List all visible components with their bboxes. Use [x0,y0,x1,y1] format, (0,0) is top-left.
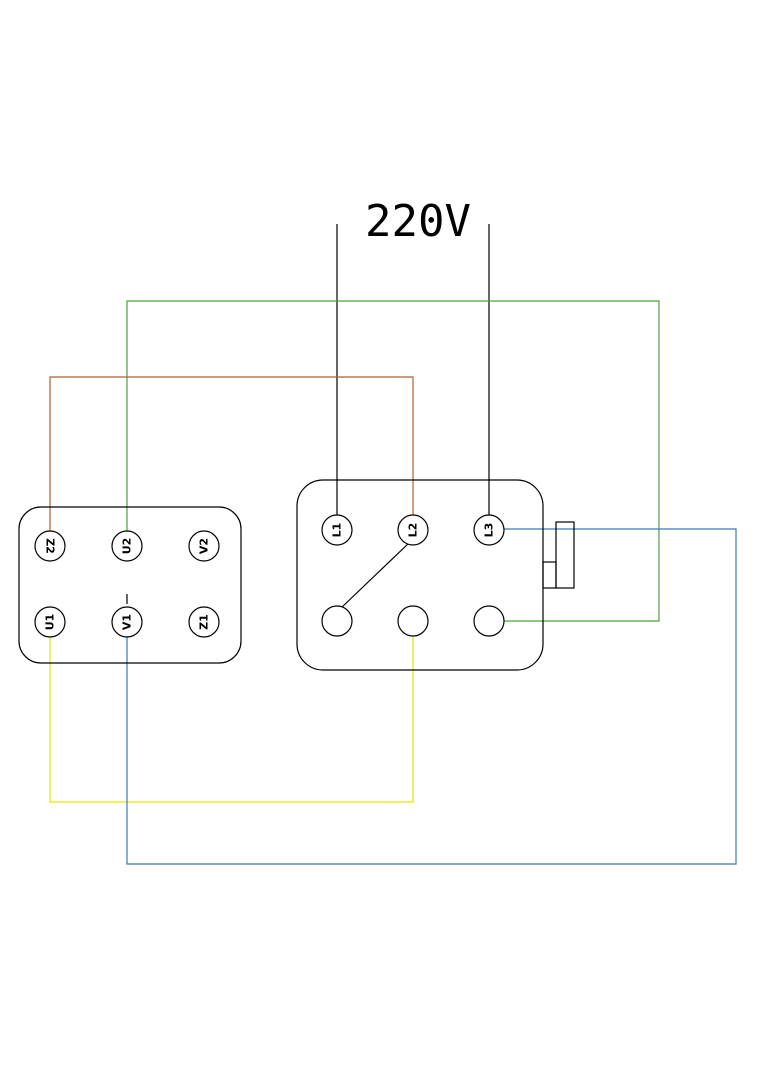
motor-terminal-z2: Z2 [34,530,66,562]
switch-box [296,479,544,671]
motor-terminal-box [18,506,242,664]
terminal-label-z2: Z2 [44,538,57,554]
terminal-label-v1: V1 [121,614,134,630]
switch-terminal-bottom-left [321,605,353,637]
switch-terminal-l2: L2 [397,514,429,546]
terminal-label-v2: V2 [198,538,211,554]
bridge-link [340,541,411,609]
wire-brown [49,376,414,531]
motor-terminal-z1: Z1 [188,606,220,638]
switch-knob-base [542,561,557,589]
terminal-label-u1: U1 [44,614,57,631]
terminal-label-l2: L2 [407,523,420,538]
switch-knob [555,521,575,589]
motor-terminal-u1: U1 [34,606,66,638]
terminal-label-l1: L1 [331,523,344,538]
switch-terminal-l1: L1 [321,514,353,546]
motor-terminal-v2: V2 [188,530,220,562]
terminal-label-z1: Z1 [198,614,211,630]
switch-terminal-l3: L3 [473,514,505,546]
voltage-label: 220V [365,196,471,247]
switch-terminal-bottom-middle [397,605,429,637]
wire-yellow [49,637,414,803]
motor-terminal-v1: V1 [111,606,143,638]
motor-terminal-u2: U2 [111,530,143,562]
switch-terminal-bottom-right [473,605,505,637]
wire-blue [126,528,737,865]
terminal-label-u2: U2 [121,538,134,555]
terminal-label-l3: L3 [483,523,496,538]
wire-green [126,300,660,622]
